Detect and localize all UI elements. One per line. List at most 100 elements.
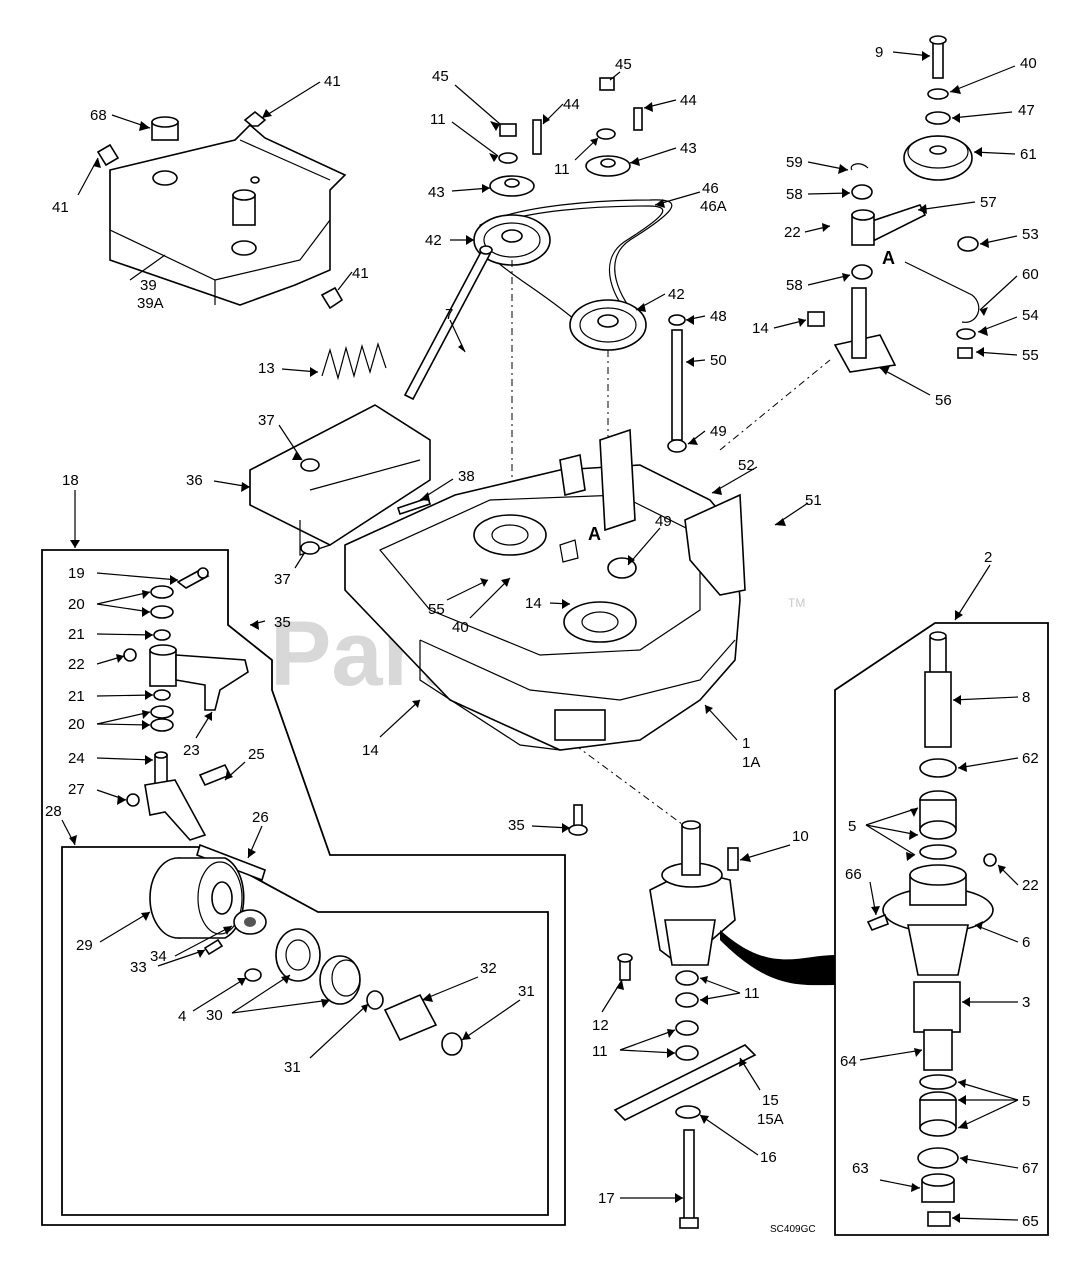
callout-5: 5 (848, 818, 856, 835)
knob-41-top (243, 110, 267, 127)
callout-50: 50 (710, 352, 727, 369)
bushing-58-bottom (851, 264, 873, 280)
spacer-64 (923, 1029, 953, 1071)
callout-19: 19 (68, 565, 85, 582)
spacer-3 (913, 981, 961, 1033)
callout-13: 13 (258, 360, 275, 377)
bolt-25 (198, 763, 232, 787)
race-5-top (919, 844, 957, 860)
spindle-zoom-callout (720, 930, 835, 986)
seal-67 (917, 1147, 959, 1169)
drawing-code: SC409GC (770, 1224, 816, 1235)
callout-39: 39 (140, 277, 157, 294)
callout-52: 52 (738, 457, 755, 474)
callout-24: 24 (68, 750, 85, 767)
callout-18: 18 (62, 472, 79, 489)
callout-16: 16 (760, 1149, 777, 1166)
callout-46a: 46A (700, 198, 727, 215)
rod-7 (403, 245, 493, 401)
callout-32: 32 (480, 960, 497, 977)
callout-39a: 39A (137, 295, 164, 312)
callout-11: 11 (592, 1043, 608, 1060)
callout-28: 28 (45, 803, 62, 820)
bolt-38 (396, 496, 432, 516)
callout-40: 40 (452, 619, 469, 636)
callout-27: 27 (68, 781, 85, 798)
bushing-58-top (851, 184, 873, 200)
spindle-housing-6 (882, 864, 994, 976)
bracket-36 (249, 404, 431, 556)
callout-25: 25 (248, 746, 265, 763)
seal-62 (919, 758, 957, 778)
callout-49: 49 (710, 423, 727, 440)
callout-4: 4 (178, 1008, 186, 1025)
washer-20-a (150, 585, 174, 599)
callout-41: 41 (52, 199, 69, 216)
callout-45: 45 (615, 56, 632, 73)
knob-41-bottom (320, 286, 344, 310)
callout-21: 21 (68, 688, 85, 705)
callout-48: 48 (710, 308, 727, 325)
callout-5: 5 (1022, 1093, 1030, 1110)
callout-17: 17 (598, 1190, 615, 1207)
bushing-21-bottom (153, 689, 171, 701)
nut-4 (244, 968, 262, 982)
caster-fork-24 (144, 751, 207, 841)
centerline-spindle (574, 744, 691, 831)
callout-41: 41 (352, 265, 369, 282)
callout-14: 14 (752, 320, 769, 337)
grease-fitting-33 (203, 938, 224, 956)
callout-42: 42 (668, 286, 685, 303)
callout-46: 46 (702, 180, 719, 197)
callout-67: 67 (1022, 1160, 1039, 1177)
tube-32 (383, 993, 438, 1042)
callout-56: 56 (935, 392, 952, 409)
callout-37: 37 (258, 412, 275, 429)
callout-35: 35 (508, 817, 525, 834)
grease-fitting-22-left (123, 648, 137, 662)
bolt-35-center (568, 804, 588, 836)
callout-68: 68 (90, 107, 107, 124)
callout-63: 63 (852, 1160, 869, 1177)
idler-bracket-56 (833, 287, 897, 373)
callout-35: 35 (274, 614, 291, 631)
washer-20-d (150, 718, 174, 732)
bushing-21-top (153, 629, 171, 641)
callout-31: 31 (518, 983, 535, 1000)
spacer-31-right (441, 1032, 463, 1056)
nut-55-right (957, 347, 973, 359)
callout-15a: 15A (757, 1111, 784, 1128)
callout-14: 14 (525, 595, 542, 612)
bearing-5-top (919, 790, 957, 840)
callout-58: 58 (786, 277, 803, 294)
callout-6: 6 (1022, 934, 1030, 951)
callout-34: 34 (150, 948, 167, 965)
bushing-53 (957, 236, 979, 252)
nut-65 (927, 1211, 951, 1227)
reference-mark-a-idler: A (882, 248, 895, 268)
drive-belt-46 (479, 199, 673, 340)
callout-44: 44 (563, 96, 580, 113)
bolt-9 (929, 35, 947, 79)
callout-30: 30 (206, 1007, 223, 1024)
washer-11-c (675, 1020, 699, 1036)
callout-61: 61 (1020, 146, 1037, 163)
callout-20: 20 (68, 716, 85, 733)
callout-54: 54 (1022, 307, 1039, 324)
callout-41: 41 (324, 73, 341, 90)
spindle-assembly-box-2 (834, 622, 1049, 1236)
washer-20-b (150, 605, 174, 619)
belt-cover-39 (109, 123, 347, 306)
callout-22: 22 (1022, 877, 1039, 894)
callout-38: 38 (458, 468, 475, 485)
watermark-trademark: TM (788, 596, 805, 610)
callout-2: 2 (984, 549, 992, 566)
caster-arm-23 (149, 644, 249, 711)
callout-66: 66 (845, 866, 862, 883)
callout-3: 3 (1022, 994, 1030, 1011)
washer-16 (675, 1105, 701, 1119)
callout-11: 11 (554, 161, 570, 178)
callout-21: 21 (68, 626, 85, 643)
washer-11-b (675, 992, 699, 1008)
